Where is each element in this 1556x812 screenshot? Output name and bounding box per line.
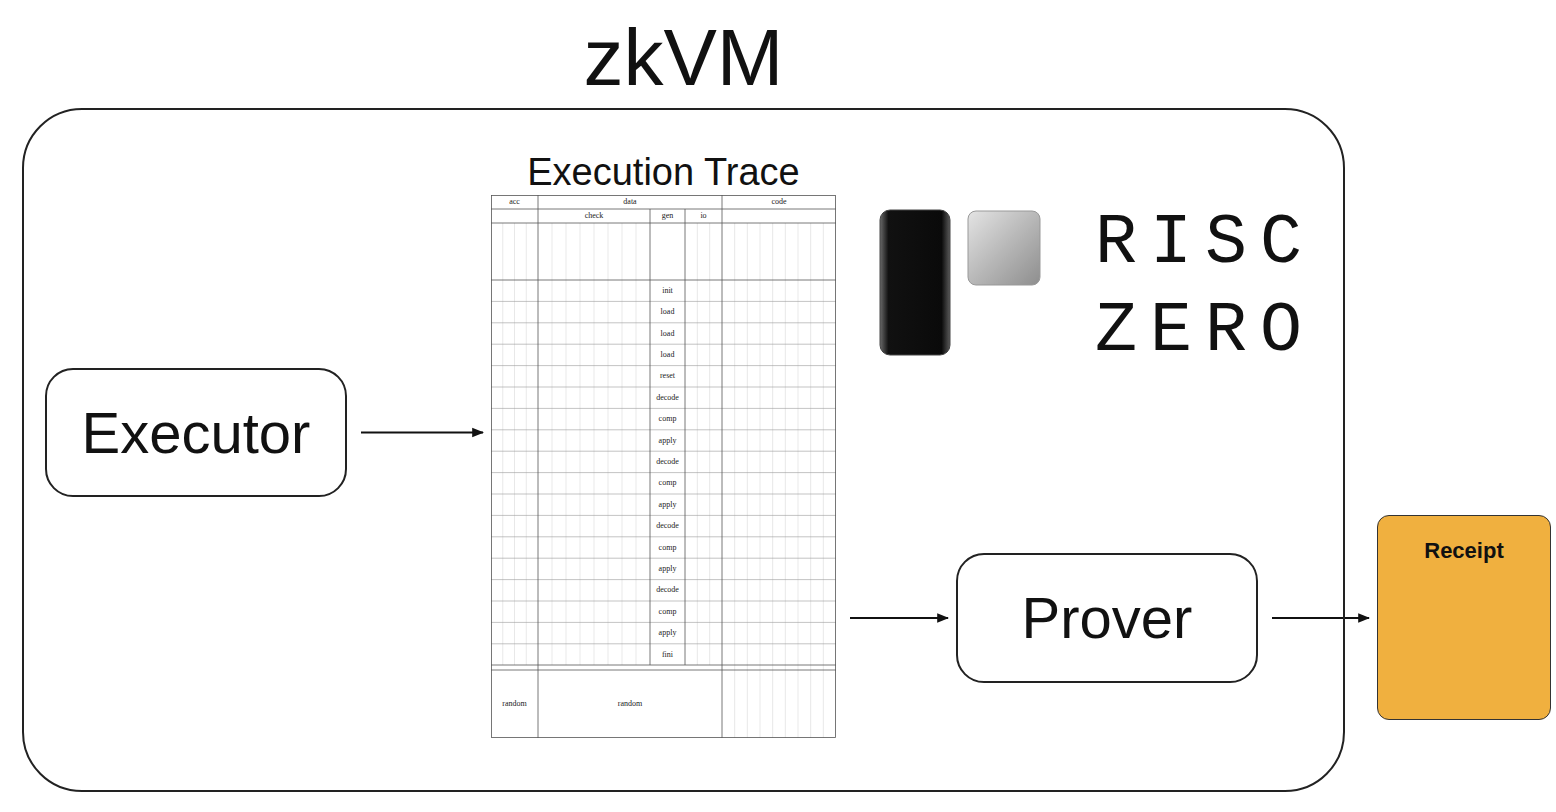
grid-line: [491, 622, 836, 623]
grid-line: [491, 223, 836, 224]
flow-arrow: [1272, 617, 1369, 619]
node-title: zkVM: [24, 18, 1343, 98]
table-header: io: [700, 212, 706, 220]
table-cell: load: [661, 351, 675, 359]
grid-line: [491, 670, 836, 671]
node-title: Receipt: [1378, 538, 1550, 564]
table-cell: decode: [656, 586, 679, 594]
table-cell: fini: [662, 651, 673, 659]
grid-line: [491, 579, 836, 580]
logo-black-block: [880, 210, 950, 355]
grid-line: [538, 195, 539, 738]
grid-line: [760, 223, 761, 738]
node-title: Executor: [82, 401, 311, 465]
table-cell: random: [618, 700, 642, 708]
grid-line: [491, 665, 836, 666]
flow-arrow: [850, 617, 948, 619]
table-header: check: [585, 212, 604, 220]
table-cell: decode: [656, 394, 679, 402]
grid-line: [772, 223, 773, 738]
grid-line: [491, 494, 836, 495]
grid-line: [785, 223, 786, 738]
grid-line: [685, 209, 686, 665]
grid-line: [823, 223, 824, 738]
grid-line: [622, 223, 623, 665]
table-cell: comp: [659, 608, 677, 616]
grid-line: [709, 223, 710, 665]
flow-arrow: [361, 432, 483, 434]
receipt-card: Receipt: [1377, 515, 1551, 720]
grid-line: [810, 223, 811, 738]
table-cell: load: [661, 330, 675, 338]
grid-line: [491, 365, 836, 366]
table-cell: comp: [659, 544, 677, 552]
process-box: Executor: [45, 368, 347, 497]
grid-line: [798, 223, 799, 738]
grid-line: [722, 195, 723, 738]
grid-line: [502, 223, 503, 665]
grid-line: [697, 223, 698, 665]
grid-line: [552, 223, 553, 665]
table-cell: apply: [659, 629, 677, 637]
grid-line: [491, 280, 836, 281]
table-cell: decode: [656, 522, 679, 530]
grid-line: [580, 223, 581, 665]
table-cell: apply: [659, 501, 677, 509]
grid-line: [491, 429, 836, 430]
grid-line: [636, 223, 637, 665]
grid-line: [491, 387, 836, 388]
grid-line: [491, 558, 836, 559]
grid-line: [747, 223, 748, 738]
grid-line: [491, 601, 836, 602]
process-box: Prover: [956, 553, 1258, 683]
grid-line: [491, 536, 836, 537]
grid-line: [491, 408, 836, 409]
logo-grey-block: [968, 211, 1040, 285]
grid-line: [491, 515, 836, 516]
grid-line: [491, 344, 836, 345]
grid-line: [514, 223, 515, 665]
grid-line: [491, 322, 836, 323]
table-cell: apply: [659, 565, 677, 573]
table-header: acc: [509, 198, 520, 206]
node-title: Prover: [1022, 586, 1193, 650]
grid-line: [526, 223, 527, 665]
table-header: code: [771, 198, 786, 206]
table-cell: comp: [659, 415, 677, 423]
grid-border: [492, 196, 836, 738]
grid-line: [491, 209, 836, 210]
grid-line: [491, 643, 836, 644]
grid-line: [491, 301, 836, 302]
table-header: gen: [662, 212, 674, 220]
table-cell: apply: [659, 437, 677, 445]
grid-line: [608, 223, 609, 665]
grid-line: [566, 223, 567, 665]
grid-line: [491, 472, 836, 473]
table-cell: comp: [659, 479, 677, 487]
grid-line: [734, 223, 735, 738]
table-cell: load: [661, 308, 675, 316]
brand-wordmark: RISC ZERO: [1095, 200, 1320, 376]
table-header: data: [623, 198, 636, 206]
grid-line: [594, 223, 595, 665]
table-cell: init: [662, 287, 673, 295]
grid-line: [491, 451, 836, 452]
table-cell: reset: [660, 372, 675, 380]
node-title: Execution Trace: [491, 150, 836, 195]
execution-trace-table: Execution Trace acc data code check gen io init…: [491, 150, 836, 738]
table-cell: random: [502, 700, 526, 708]
grid-line: [650, 209, 651, 665]
table-cell: decode: [656, 458, 679, 466]
